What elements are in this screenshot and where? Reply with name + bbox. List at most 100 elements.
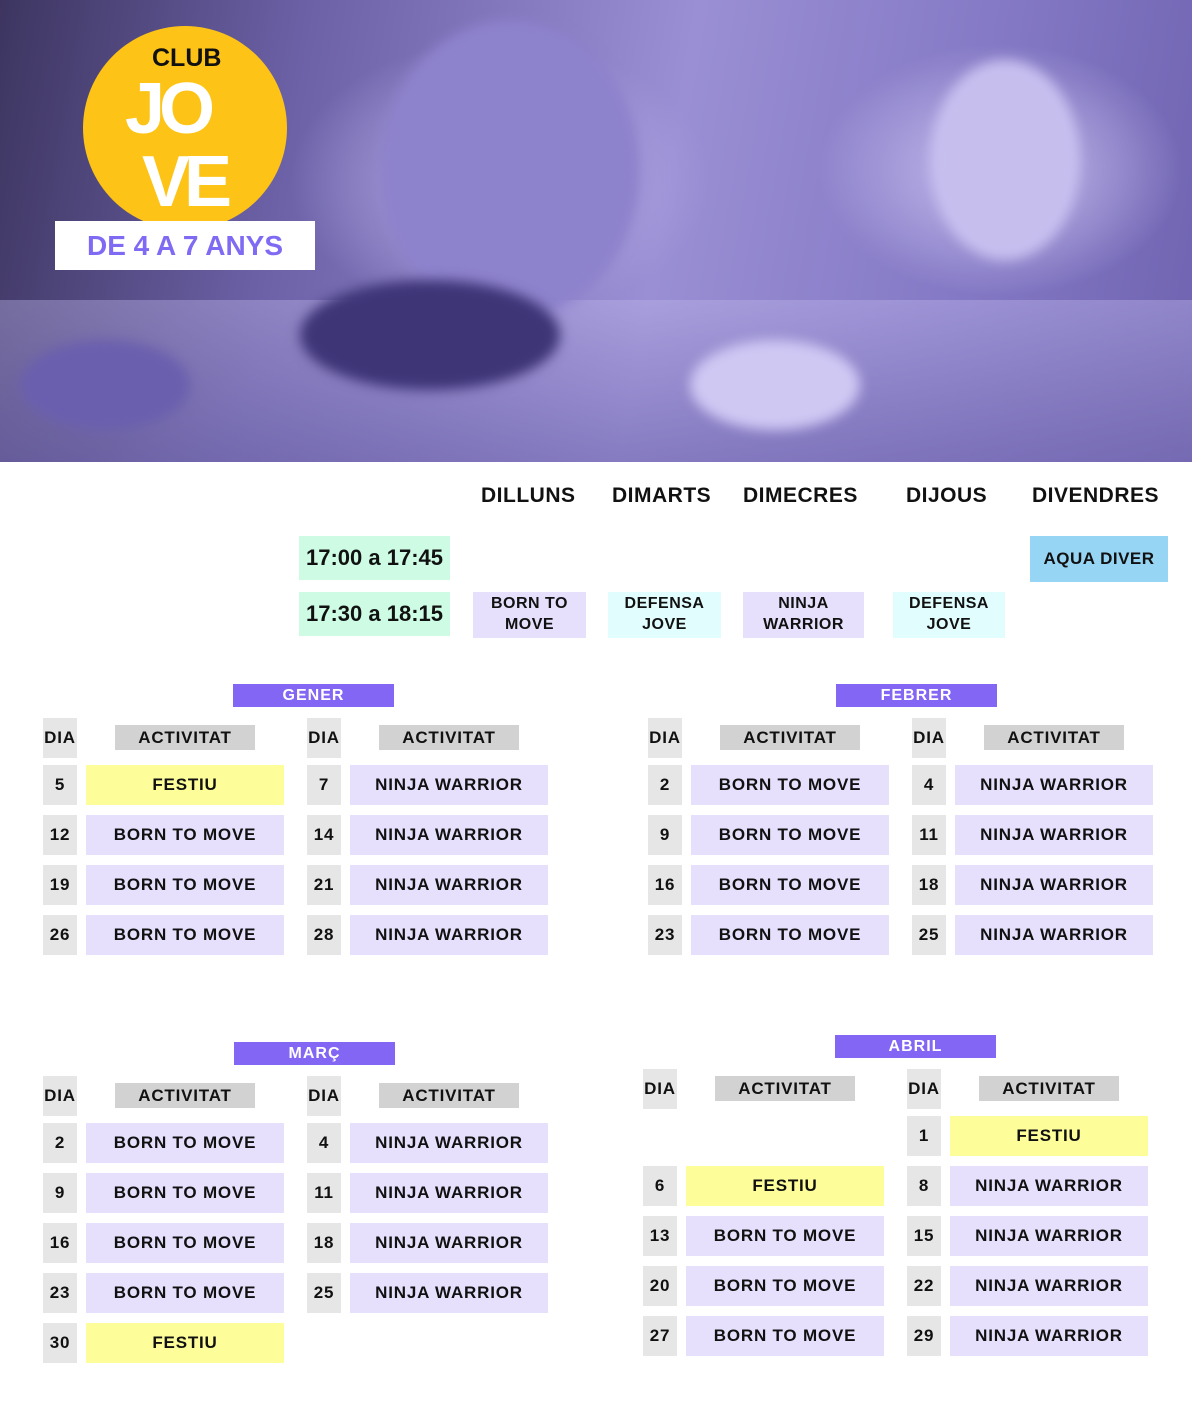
child-figure [930, 60, 1080, 260]
activity-cell: NINJA WARRIOR [955, 765, 1153, 805]
floor [0, 300, 1192, 462]
activity-cell: NINJA WARRIOR [350, 815, 548, 855]
activity-cell: BORN TO MOVE [86, 915, 284, 955]
activitat-header: ACTIVITAT [115, 1083, 255, 1108]
slot-ninja-warrior: NINJA WARRIOR [743, 592, 864, 638]
age-range: DE 4 A 7 ANYS [55, 221, 315, 270]
activity-cell: NINJA WARRIOR [950, 1316, 1148, 1356]
time-slot-1: 17:00 a 17:45 [299, 536, 450, 580]
activity-cell: BORN TO MOVE [691, 915, 889, 955]
activitat-header: ACTIVITAT [379, 725, 519, 750]
day-number: 18 [307, 1223, 341, 1263]
day-number: 22 [907, 1266, 941, 1306]
day-tuesday: DIMARTS [612, 484, 712, 507]
day-number: 23 [43, 1273, 77, 1313]
activity-cell: BORN TO MOVE [691, 815, 889, 855]
dia-header: DIA [43, 1076, 77, 1116]
activity-cell: NINJA WARRIOR [950, 1216, 1148, 1256]
child-shorts [300, 280, 560, 390]
day-number: 19 [43, 865, 77, 905]
day-number: 26 [43, 915, 77, 955]
activity-cell: NINJA WARRIOR [950, 1266, 1148, 1306]
activitat-header: ACTIVITAT [115, 725, 255, 750]
activity-cell: NINJA WARRIOR [350, 1123, 548, 1163]
day-number: 20 [643, 1266, 677, 1306]
activitat-header: ACTIVITAT [379, 1083, 519, 1108]
activity-cell: BORN TO MOVE [686, 1316, 884, 1356]
day-monday: DILLUNS [481, 484, 576, 507]
day-number: 9 [43, 1173, 77, 1213]
day-number: 28 [307, 915, 341, 955]
day-number: 30 [43, 1323, 77, 1363]
activitat-header: ACTIVITAT [984, 725, 1124, 750]
activity-cell: BORN TO MOVE [691, 765, 889, 805]
dia-header: DIA [912, 718, 946, 758]
activity-cell: BORN TO MOVE [86, 1123, 284, 1163]
day-number: 1 [907, 1116, 941, 1156]
dia-header: DIA [648, 718, 682, 758]
day-number: 2 [43, 1123, 77, 1163]
activitat-header: ACTIVITAT [979, 1076, 1119, 1101]
day-number: 9 [648, 815, 682, 855]
day-number: 14 [307, 815, 341, 855]
day-number: 13 [643, 1216, 677, 1256]
slot-born-to-move: BORN TO MOVE [473, 592, 586, 638]
day-number: 29 [907, 1316, 941, 1356]
day-number: 4 [912, 765, 946, 805]
day-number: 16 [43, 1223, 77, 1263]
logo-ve: VE [142, 142, 232, 222]
activity-cell: BORN TO MOVE [86, 815, 284, 855]
day-number: 4 [307, 1123, 341, 1163]
day-number: 12 [43, 815, 77, 855]
day-number: 7 [307, 765, 341, 805]
activity-cell: NINJA WARRIOR [955, 915, 1153, 955]
slot-aqua-diver: AQUA DIVER [1030, 536, 1168, 582]
day-wednesday: DIMECRES [743, 484, 858, 507]
activity-cell: BORN TO MOVE [86, 1223, 284, 1263]
logo-club: CLUB [152, 44, 222, 72]
activity-cell: BORN TO MOVE [86, 1173, 284, 1213]
activity-cell: FESTIU [86, 1323, 284, 1363]
activity-cell: NINJA WARRIOR [350, 1273, 548, 1313]
month-label: MARÇ [234, 1042, 395, 1065]
day-number: 23 [648, 915, 682, 955]
dia-header: DIA [307, 718, 341, 758]
dia-header: DIA [907, 1069, 941, 1109]
activity-cell: BORN TO MOVE [686, 1216, 884, 1256]
activity-cell: NINJA WARRIOR [955, 865, 1153, 905]
activitat-header: ACTIVITAT [720, 725, 860, 750]
day-number: 16 [648, 865, 682, 905]
month-label: ABRIL [835, 1035, 996, 1058]
shoe [690, 340, 860, 430]
activity-cell: BORN TO MOVE [86, 1273, 284, 1313]
day-thursday: DIJOUS [906, 484, 988, 507]
day-number: 5 [43, 765, 77, 805]
hero-photo: CLUB JO VE DE 4 A 7 ANYS [0, 0, 1192, 462]
activity-cell: NINJA WARRIOR [350, 865, 548, 905]
child-figure [380, 20, 640, 320]
activity-cell: FESTIU [686, 1166, 884, 1206]
dia-header: DIA [643, 1069, 677, 1109]
day-number: 18 [912, 865, 946, 905]
month-label: FEBRER [836, 684, 997, 707]
activity-cell: NINJA WARRIOR [350, 915, 548, 955]
activity-cell: FESTIU [950, 1116, 1148, 1156]
activity-cell: NINJA WARRIOR [350, 765, 548, 805]
activity-cell: BORN TO MOVE [86, 865, 284, 905]
day-number: 11 [912, 815, 946, 855]
dia-header: DIA [307, 1076, 341, 1116]
activity-cell: NINJA WARRIOR [955, 815, 1153, 855]
logo-jo: JO [125, 69, 215, 149]
day-number: 21 [307, 865, 341, 905]
day-number: 2 [648, 765, 682, 805]
logo-circle [83, 26, 287, 230]
shoe [20, 340, 190, 430]
day-number: 11 [307, 1173, 341, 1213]
time-slot-2: 17:30 a 18:15 [299, 592, 450, 636]
activity-cell: BORN TO MOVE [686, 1266, 884, 1306]
activity-cell: FESTIU [86, 765, 284, 805]
dia-header: DIA [43, 718, 77, 758]
slot-defensa-jove: DEFENSA JOVE [608, 592, 721, 638]
activity-cell: NINJA WARRIOR [950, 1166, 1148, 1206]
activity-cell: NINJA WARRIOR [350, 1173, 548, 1213]
